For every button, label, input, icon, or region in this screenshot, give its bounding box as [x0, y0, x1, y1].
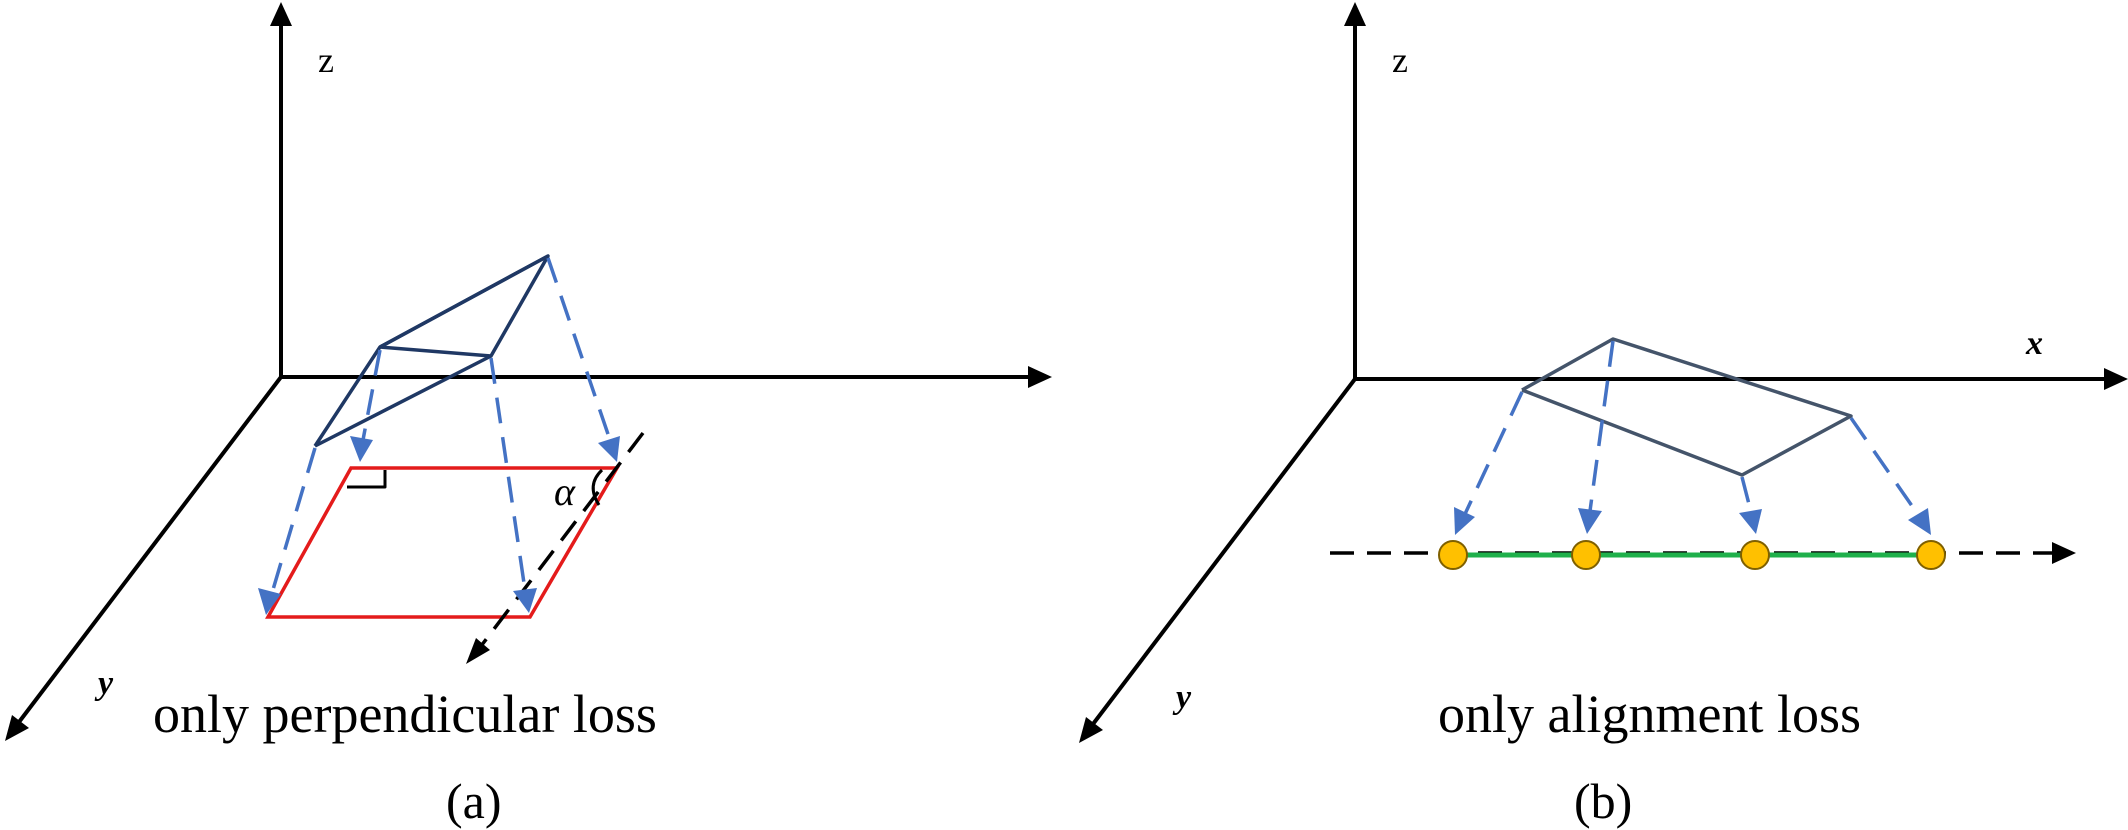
- panel-a-tag: (a): [446, 773, 502, 829]
- panel-b-projected-points: [1438, 540, 1946, 570]
- panel-b-3d-shape: [1521, 337, 1853, 477]
- panel-b-projection-arrows: [1454, 340, 1931, 535]
- panel-b-caption: only alignment loss: [1438, 684, 1861, 744]
- panel-a-projection-arrow-2: [270, 447, 317, 594]
- panel-b: z x y only alignment loss: [1079, 2, 2128, 829]
- panel-b-projected-point-4: [1916, 540, 1946, 570]
- panel-b-z-label: z: [1392, 40, 1408, 80]
- panel-a-z-arrowhead: [270, 2, 292, 26]
- panel-a-3d-shape: [313, 254, 550, 448]
- panel-b-axes: [1079, 2, 2128, 743]
- panel-b-tag: (b): [1574, 773, 1632, 829]
- panel-b-projection-arrow-1: [1463, 391, 1524, 515]
- panel-b-projection-arrow-2: [1588, 340, 1615, 512]
- panel-a-projection-arrow-4: [489, 357, 527, 591]
- panel-b-x-arrowhead: [2104, 368, 2128, 390]
- panel-b-z-arrowhead: [1344, 2, 1366, 26]
- panel-a: z y α only perpendicular loss: [5, 2, 1052, 829]
- panel-b-y-label: y: [1172, 679, 1192, 716]
- panel-a-projection-arrow-3: [546, 257, 612, 441]
- panel-a-angle-arc: [591, 468, 604, 506]
- panel-a-y-label: y: [94, 665, 114, 702]
- panel-a-x-arrowhead: [1028, 366, 1052, 388]
- panel-b-projection-arrow-4: [1849, 417, 1921, 517]
- panel-b-direction-arrowhead: [2052, 542, 2076, 564]
- panel-a-projection-arrows: [258, 257, 620, 615]
- panel-a-caption: only perpendicular loss: [153, 684, 657, 744]
- panel-b-y-arrowhead: [1079, 717, 1103, 743]
- panel-a-angle-label: α: [554, 469, 576, 514]
- panel-a-projected-plane: [265, 466, 621, 619]
- panel-a-y-arrowhead: [5, 715, 29, 741]
- panel-b-projected-point-2: [1571, 540, 1601, 570]
- panel-b-projected-point-1: [1438, 540, 1468, 570]
- panel-a-z-label: z: [318, 40, 334, 80]
- panel-b-y-axis: [1088, 377, 1357, 730]
- panel-a-direction-arrowhead: [466, 638, 490, 664]
- panel-a-axes: [5, 2, 1052, 741]
- panel-a-projection-arrow-1: [361, 349, 382, 441]
- panel-a-y-axis: [14, 375, 283, 728]
- panel-a-right-angle-marker: [347, 470, 387, 489]
- panel-b-x-label: x: [2025, 325, 2043, 362]
- panel-a-direction-dashed-line: [476, 431, 645, 652]
- panel-b-projected-point-3: [1740, 540, 1770, 570]
- panel-b-projection-arrow-3: [1740, 476, 1753, 513]
